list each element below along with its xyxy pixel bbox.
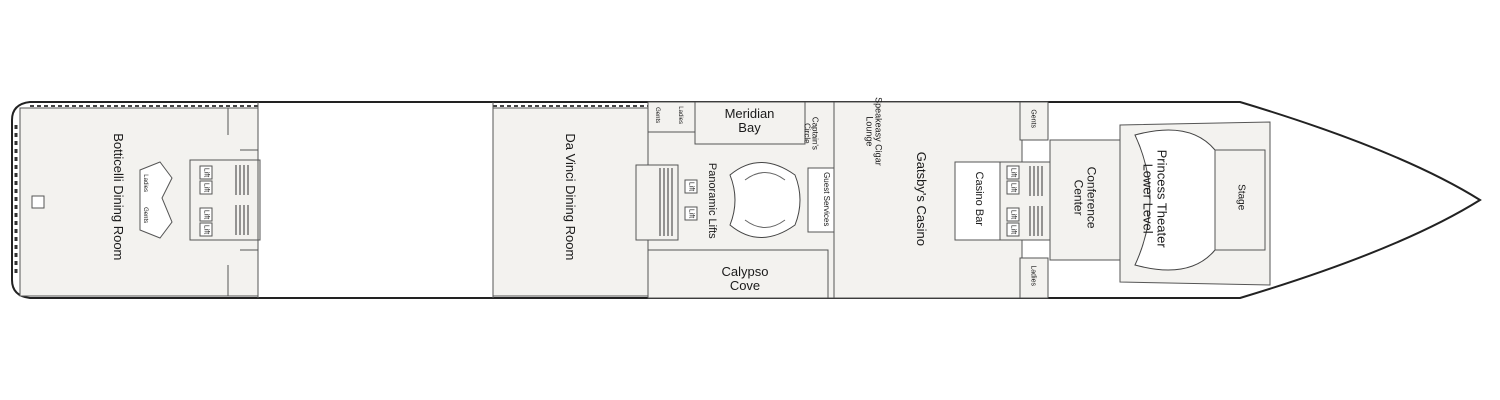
botticelli-dining-room-label: Botticelli Dining Room [110,133,126,261]
gents-mid-label: Gents [654,107,661,124]
speakeasy-label: Speakeasy Cigar Lounge [864,97,884,166]
gatsbys-casino-label: Gatsby's Casino [913,151,929,246]
conference-center-label: Conference Center [1072,166,1099,229]
lift-fwd-4: Lift [1006,222,1020,237]
gents-fwd-label: Gents [1029,109,1037,129]
lift-fwd-1: Lift [1006,165,1020,180]
lift-aft-3: Lift [199,207,213,222]
meridian-bay-label: Meridian Bay [724,106,775,135]
lift-aft-4: Lift [199,222,213,237]
lift-aft-1: Lift [199,165,213,180]
calypso-cove-label: Calypso Cove [721,264,769,293]
davinci-dining-room-label: Da Vinci Dining Room [562,133,578,261]
ladies-mid-label: Ladies [677,106,684,124]
panoramic-lifts-label: Panoramic Lifts [705,162,718,239]
davinci-dining-room [492,107,649,297]
casino-bar-label: Casino Bar [972,171,985,226]
guest-services-label: Guest Services [822,172,832,227]
captains-circle-label: Captain's Circle [802,116,820,150]
stage-label: Stage [1235,184,1247,211]
princess-theater-label: Princess Theater Lower Level [1141,149,1170,248]
lift-mid-2: Lift [684,206,698,221]
gents-aft-label: Gents [142,207,149,224]
stage [1214,149,1266,251]
ladies-fwd-label: Ladies [1029,265,1037,286]
lift-fwd-2: Lift [1006,180,1020,195]
lift-aft-2: Lift [199,180,213,195]
conference-center [1049,139,1121,261]
lift-fwd-3: Lift [1006,207,1020,222]
ladies-aft-label: Ladies [142,174,149,192]
atrium-staircase [729,162,801,238]
lift-mid-1: Lift [684,179,698,194]
